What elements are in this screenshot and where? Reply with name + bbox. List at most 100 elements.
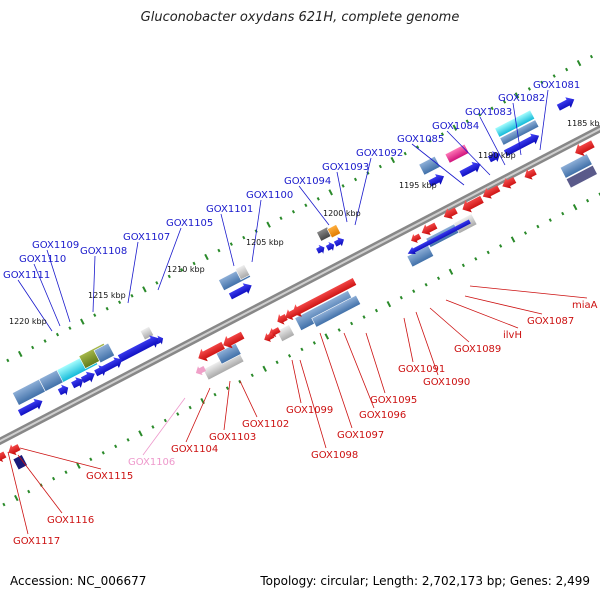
gene-label-top: GOX1093 bbox=[322, 162, 369, 173]
top-tick bbox=[328, 189, 333, 196]
top-tick bbox=[465, 119, 469, 124]
gene-arrow-top bbox=[459, 161, 481, 178]
leader-top bbox=[479, 116, 506, 166]
bottom-tick bbox=[499, 244, 503, 248]
gene-label-bottom: GOX1102 bbox=[242, 419, 289, 430]
gene-label-bottom: GOX1103 bbox=[209, 432, 256, 443]
gene-label-bottom: GOX1104 bbox=[171, 444, 218, 455]
top-tick bbox=[589, 54, 594, 59]
top-tick bbox=[180, 268, 184, 272]
pseudogene-arrow bbox=[195, 365, 207, 376]
top-tick bbox=[353, 177, 358, 182]
gene-label-bottom: GOX1106 bbox=[128, 457, 175, 468]
gene-label-bottom: GOX1091 bbox=[398, 364, 445, 375]
bottom-tick bbox=[548, 218, 552, 222]
bottom-tick bbox=[27, 489, 31, 494]
gene-features bbox=[0, 97, 598, 471]
bottom-tick bbox=[138, 430, 143, 437]
gene-arrow-bottom bbox=[502, 177, 517, 189]
top-tick bbox=[478, 112, 482, 117]
leader-bottom bbox=[343, 332, 375, 409]
bottom-tick bbox=[287, 354, 292, 358]
bottom-tick bbox=[510, 236, 516, 243]
top-tick bbox=[428, 138, 432, 143]
scale-label: 1220 kbp bbox=[9, 317, 47, 326]
gene-arrow-bottom bbox=[443, 207, 458, 219]
scale-label: 1205 kbp bbox=[246, 238, 284, 247]
gene-label-bottom: GOX1087 bbox=[527, 316, 574, 327]
leader-bottom bbox=[403, 317, 414, 363]
backbone-highlight bbox=[0, 127, 600, 443]
bottom-tick bbox=[176, 412, 180, 416]
gene-block-top bbox=[418, 155, 441, 176]
top-tick bbox=[118, 300, 122, 305]
bottom-tick bbox=[163, 418, 167, 423]
top-tick bbox=[167, 274, 171, 279]
gene-arrow-top bbox=[487, 151, 501, 163]
leader-bottom bbox=[17, 454, 63, 514]
top-tick bbox=[266, 221, 271, 228]
bottom-tick bbox=[386, 301, 392, 308]
scale-label: 1185 kbp bbox=[567, 119, 600, 128]
top-tick bbox=[31, 345, 35, 350]
gene-label-bottom: GOX1098 bbox=[311, 450, 358, 461]
gene-label-top: GOX1084 bbox=[432, 121, 479, 132]
leader-bottom bbox=[299, 359, 327, 449]
bottom-tick bbox=[14, 494, 19, 502]
leader-top bbox=[33, 263, 61, 327]
bottom-tick bbox=[448, 268, 454, 275]
gene-label-top: GOX1107 bbox=[123, 232, 170, 243]
leader-bottom bbox=[239, 380, 258, 418]
bottom-tick bbox=[101, 451, 105, 455]
map-title: Gluconobacter oxydans 621H, complete gen… bbox=[140, 10, 460, 25]
gene-arrow-top bbox=[57, 384, 69, 396]
gene-label-top: GOX1094 bbox=[284, 176, 331, 187]
gene-label-top: GOX1111 bbox=[3, 270, 50, 281]
top-tick bbox=[514, 92, 520, 99]
top-tick bbox=[68, 326, 72, 330]
gene-block-top bbox=[326, 224, 342, 239]
gene-arrow-bottom bbox=[264, 332, 275, 342]
top-tick bbox=[316, 197, 320, 201]
gene-label-bottom: GOX1089 bbox=[454, 344, 501, 355]
scale-label: 1190 kbp bbox=[478, 151, 516, 160]
gene-arrow-top bbox=[228, 283, 252, 300]
top-tick bbox=[440, 132, 445, 136]
bottom-tick bbox=[89, 457, 93, 462]
top-tick bbox=[142, 286, 147, 293]
top-tick bbox=[105, 306, 109, 311]
leader-bottom bbox=[19, 447, 102, 470]
gene-label-bottom: GOX1116 bbox=[47, 515, 94, 526]
gene-block-top bbox=[499, 119, 540, 146]
gene-block-top bbox=[234, 264, 251, 281]
top-tick bbox=[93, 313, 97, 317]
bottom-tick bbox=[585, 198, 590, 203]
top-tick bbox=[540, 80, 544, 85]
top-tick bbox=[155, 281, 159, 285]
bottom-tick bbox=[2, 502, 6, 507]
gene-label-top: GOX1092 bbox=[356, 148, 403, 159]
scale-label: 1215 kbp bbox=[88, 291, 126, 300]
bottom-tick bbox=[424, 282, 428, 287]
gene-arrow-top bbox=[117, 335, 159, 363]
scale-label: 1195 kbp bbox=[399, 181, 437, 190]
gene-arrow-bottom bbox=[277, 313, 288, 325]
gene-arrow-bottom bbox=[223, 331, 245, 349]
bottom-tick bbox=[337, 328, 341, 332]
gene-label-top: GOX1100 bbox=[246, 190, 293, 201]
gene-block-bottom bbox=[276, 324, 295, 343]
gene-arrow-bottom bbox=[524, 168, 537, 180]
gene-arrow-top bbox=[556, 97, 575, 111]
leader-top bbox=[17, 279, 53, 332]
gene-arrow-top bbox=[71, 377, 84, 389]
bottom-tick bbox=[412, 289, 416, 293]
bottom-tick bbox=[76, 462, 81, 469]
scale-label: 1210 kbp bbox=[167, 265, 205, 274]
bottom-tick bbox=[362, 315, 366, 319]
bottom-tick bbox=[262, 365, 267, 372]
leader-top bbox=[354, 157, 372, 226]
bottom-tick bbox=[350, 321, 354, 326]
leader-top bbox=[251, 199, 262, 263]
top-tick bbox=[43, 339, 47, 343]
top-tick bbox=[242, 235, 246, 240]
